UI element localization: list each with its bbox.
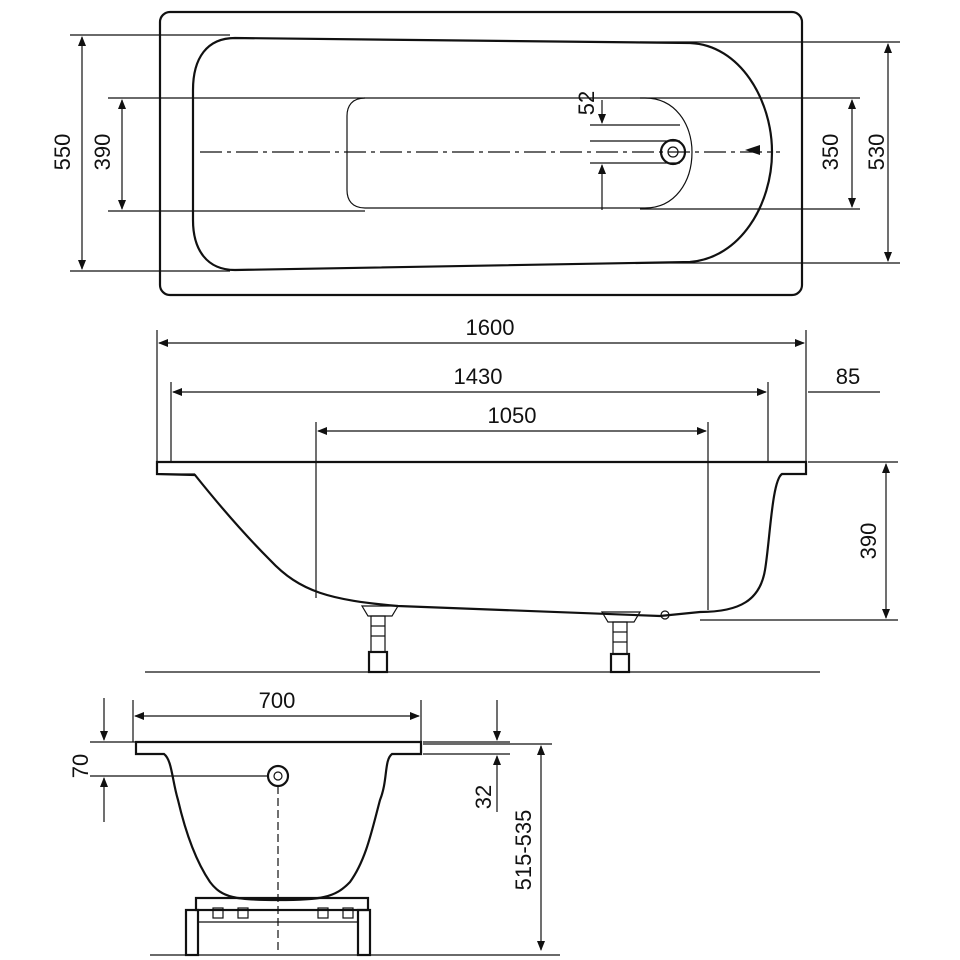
overflow-center-icon — [273, 771, 283, 781]
tub-basin-floor — [346, 97, 693, 209]
dim-total-height: 515-535 — [511, 810, 536, 891]
overflow-icon — [266, 764, 290, 788]
dim-drain-offset: 52 — [574, 91, 599, 115]
dim-end-width: 700 — [259, 688, 296, 713]
dim-bottom-length: 1050 — [488, 403, 537, 428]
dim-depth: 390 — [856, 523, 881, 560]
overflow-icon — [745, 145, 760, 155]
dim-overall-length: 1600 — [466, 315, 515, 340]
dim-rim-thickness: 32 — [471, 785, 496, 809]
top-view: 550 390 52 350 530 — [50, 10, 900, 297]
tub-inner-bowl — [191, 36, 774, 272]
side-view: 1600 1430 85 1050 — [145, 315, 898, 674]
dim-overflow-height: 70 — [68, 754, 93, 778]
tub-foot-left — [360, 605, 400, 674]
dim-overall-width: 550 — [50, 134, 75, 171]
tub-side-profile — [155, 460, 808, 618]
tub-foot-right — [600, 611, 642, 674]
dim-inner-width: 350 — [818, 134, 843, 171]
drain-outlet-icon — [660, 610, 670, 620]
dim-rim-end: 85 — [836, 364, 860, 389]
tub-rim-outline — [158, 10, 804, 297]
dim-inner-length: 1430 — [454, 364, 503, 389]
dim-basin-width: 390 — [90, 134, 115, 171]
dim-rim-width: 530 — [864, 134, 889, 171]
end-view: 700 70 32 515-535 — [68, 688, 560, 957]
